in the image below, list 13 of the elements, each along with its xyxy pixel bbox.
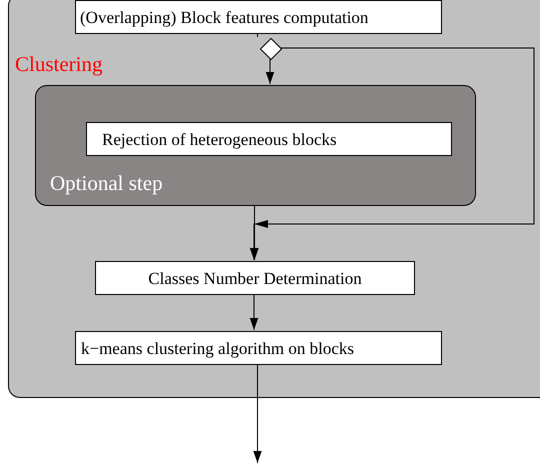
group-panel: [8, 0, 540, 398]
process-box: [75, 331, 442, 365]
optional-group-panel: [35, 85, 476, 206]
group-title: Clustering: [15, 54, 102, 75]
step-label: Rejection of heterogeneous blocks: [102, 131, 337, 148]
step-label: (Overlapping) Block features computation: [80, 9, 368, 26]
step-label: Classes Number Determination: [147, 270, 363, 287]
process-box: [95, 261, 415, 295]
process-box: [86, 122, 452, 156]
process-box: [75, 0, 442, 34]
group-title: Optional step: [50, 173, 163, 194]
decision-diamond: [260, 38, 282, 60]
step-label: k−means clustering algorithm on blocks: [81, 340, 354, 357]
